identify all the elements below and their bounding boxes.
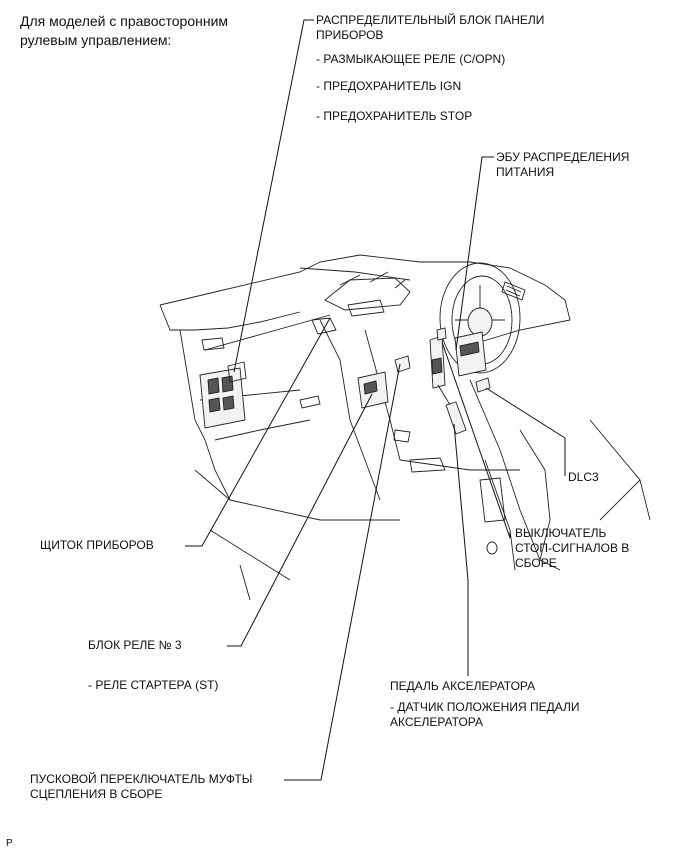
label-panel-junction-block: РАСПРЕДЕЛИТЕЛЬНЫЙ БЛОК ПАНЕЛИ ПРИБОРОВ xyxy=(316,13,545,42)
label-stop-lamp-switch: ВЫКЛЮЧАТЕЛЬ СТОП-СИГНАЛОВ В СБОРЕ xyxy=(515,526,630,570)
label-fuse-ign: - ПРЕДОХРАНИТЕЛЬ IGN xyxy=(316,79,462,93)
page-title: Для моделей с правосторонним рулевым упр… xyxy=(20,13,229,48)
footer-code: P xyxy=(6,838,13,849)
label-combination-meter: ЩИТОК ПРИБОРОВ xyxy=(40,538,154,552)
label-accelerator-position-sensor: - ДАТЧИК ПОЛОЖЕНИЯ ПЕДАЛИ АКСЕЛЕРАТОРА xyxy=(390,700,580,729)
label-dlc3: DLC3 xyxy=(568,470,599,484)
label-power-distribution-ecu: ЭБУ РАСПРЕДЕЛЕНИЯ ПИТАНИЯ xyxy=(496,150,630,179)
label-relay-block-3: БЛОК РЕЛЕ № 3 xyxy=(88,638,182,652)
label-clutch-start-switch: ПУСКОВОЙ ПЕРЕКЛЮЧАТЕЛЬ МУФТЫ СЦЕПЛЕНИЯ В… xyxy=(30,772,253,801)
label-relay-copn: - РАЗМЫКАЮЩЕЕ РЕЛЕ (C/OPN) xyxy=(316,52,506,66)
label-accelerator-pedal: ПЕДАЛЬ АКСЕЛЕРАТОРА xyxy=(390,679,536,693)
label-fuse-stop: - ПРЕДОХРАНИТЕЛЬ STOP xyxy=(316,109,473,123)
label-starter-relay: - РЕЛЕ СТАРТЕРА (ST) xyxy=(88,678,219,692)
